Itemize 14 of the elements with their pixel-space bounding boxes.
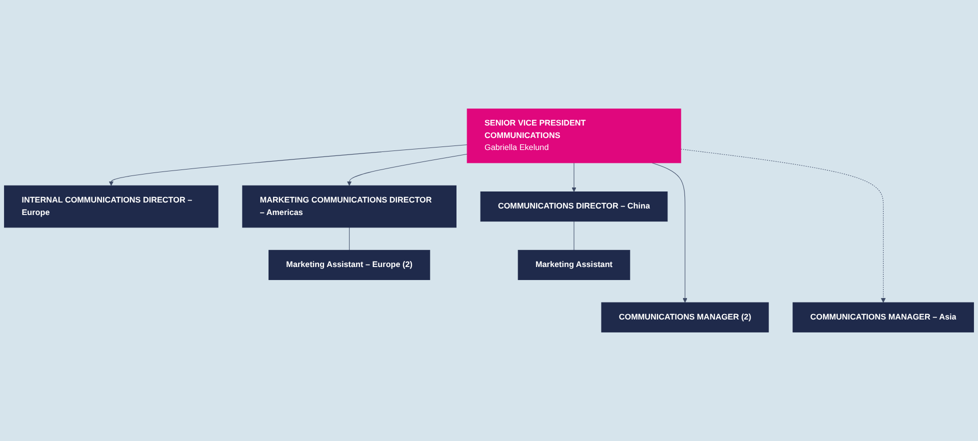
node-box: Marketing Assistant – Europe (2) [268,250,430,280]
node-box: COMMUNICATIONS MANAGER (2) [601,302,769,332]
node-box: SENIOR VICE PRESIDENT COMMUNICATIONS Gabriella Ekelund [466,108,682,164]
node-box: MARKETING COMMUNICATIONS DIRECTOR – Americas [242,185,456,228]
arrow [108,144,468,186]
node-box: INTERNAL COMMUNICATIONS DIRECTOR – Europe [4,185,218,228]
node-box: Marketing Assistant [518,250,630,280]
arrow [652,162,688,303]
connector [349,227,350,250]
arrow [680,148,886,303]
arrow [572,162,576,192]
node-box: COMMUNICATIONS DIRECTOR – China [480,191,668,222]
node-box: COMMUNICATIONS MANAGER – Asia [792,302,974,332]
arrow [346,154,468,186]
